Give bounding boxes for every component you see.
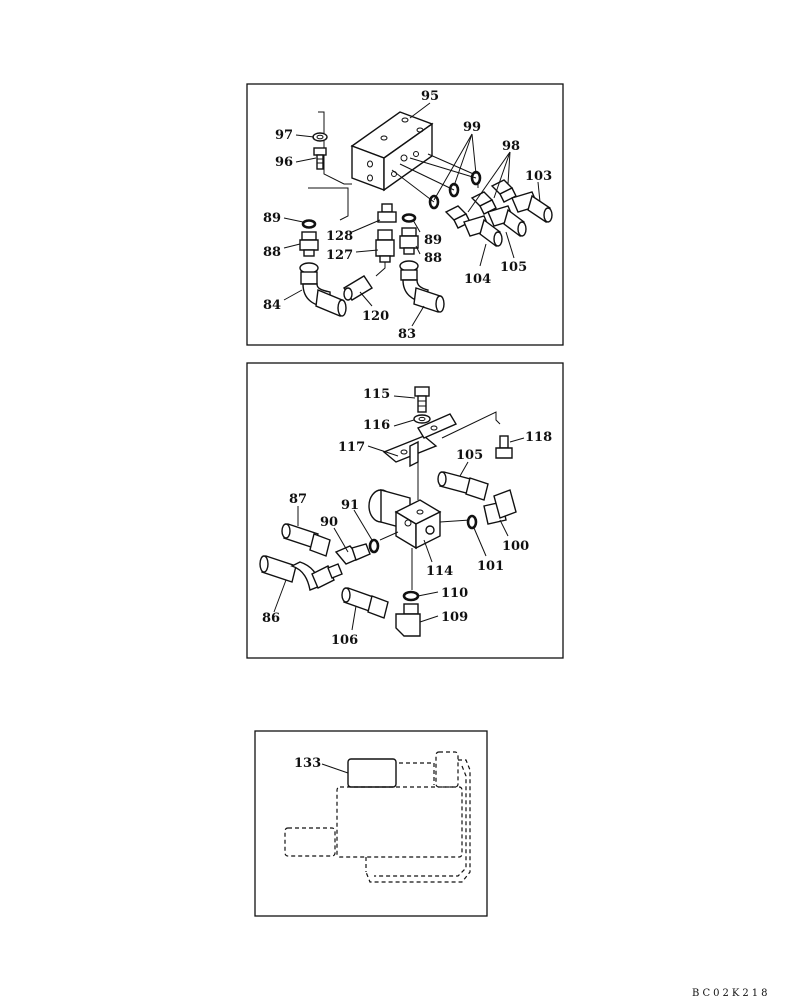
part-label: 89 xyxy=(263,211,281,226)
elbow-109 xyxy=(395,603,421,637)
part-label: 133 xyxy=(294,756,321,771)
upper-manifold-panel: 95 97 96 99 98 103 89 128 89 88 127 88 1… xyxy=(246,83,564,346)
sensor-127 xyxy=(375,229,395,277)
adapter-88-right xyxy=(399,227,419,255)
elbow-hose-83 xyxy=(399,260,445,313)
part-label: 105 xyxy=(500,260,527,275)
adapter-88-left xyxy=(299,231,319,257)
location-view-panel: 133 xyxy=(254,730,488,917)
middle-valve-panel: 115 116 118 117 105 87 91 90 100 114 101… xyxy=(246,362,564,659)
component-133 xyxy=(347,758,397,788)
hose-105 xyxy=(437,471,489,501)
part-label: 117 xyxy=(338,440,365,455)
part-label: 116 xyxy=(363,418,390,433)
part-label: 84 xyxy=(263,298,281,313)
part-label: 120 xyxy=(362,309,389,324)
o-ring-110 xyxy=(402,590,420,602)
hose-87 xyxy=(281,523,331,557)
part-label: 95 xyxy=(421,89,439,104)
washer-116 xyxy=(413,414,431,424)
adapter-90 xyxy=(334,543,371,565)
part-label: 127 xyxy=(326,248,353,263)
wire-120 xyxy=(343,275,373,301)
hose-103 xyxy=(511,191,553,224)
panel-frame xyxy=(246,362,564,659)
hose-106 xyxy=(341,587,389,619)
drawing-code: BC02K218 xyxy=(692,988,770,999)
part-label: 114 xyxy=(426,564,453,579)
valve-114 xyxy=(368,489,442,550)
bolt-118 xyxy=(495,435,513,459)
bracket-line xyxy=(441,411,501,439)
elbow-hose-86 xyxy=(259,555,343,591)
part-label: 98 xyxy=(502,139,520,154)
part-label: 97 xyxy=(275,128,293,143)
sensor-128 xyxy=(377,203,397,223)
part-label: 88 xyxy=(424,251,442,266)
part-label: 101 xyxy=(477,559,504,574)
part-label: 118 xyxy=(525,430,552,445)
part-label: 128 xyxy=(326,229,353,244)
part-label: 83 xyxy=(398,327,416,342)
part-label: 99 xyxy=(463,120,481,135)
o-ring xyxy=(301,219,317,229)
part-label: 105 xyxy=(456,448,483,463)
hidden-outline xyxy=(284,751,471,883)
part-label: 106 xyxy=(331,633,358,648)
part-label: 100 xyxy=(502,539,529,554)
hose-105 xyxy=(487,205,527,238)
part-label: 88 xyxy=(263,245,281,260)
o-ring-91 xyxy=(368,538,380,554)
part-label: 87 xyxy=(289,492,307,507)
elbow-100 xyxy=(483,489,517,525)
manifold-block xyxy=(350,111,434,192)
part-label: 86 xyxy=(262,611,280,626)
bolt-96 xyxy=(312,132,328,170)
elbow-hose-84 xyxy=(299,262,347,318)
part-label: 104 xyxy=(464,272,491,287)
adapter-fittings-98 xyxy=(444,179,517,229)
panel-frame xyxy=(254,730,488,917)
part-label: 89 xyxy=(424,233,442,248)
o-ring-101 xyxy=(466,514,478,530)
hose-104 xyxy=(463,215,503,248)
part-label: 90 xyxy=(320,515,338,530)
part-label: 110 xyxy=(441,586,468,601)
part-label: 109 xyxy=(441,610,468,625)
bracket-line xyxy=(308,187,349,221)
part-label: 115 xyxy=(363,387,390,402)
part-label: 103 xyxy=(525,169,552,184)
o-ring xyxy=(401,213,417,223)
bolt-115 xyxy=(414,386,430,413)
part-label: 91 xyxy=(341,498,359,513)
panel-frame xyxy=(246,83,564,346)
part-label: 96 xyxy=(275,155,293,170)
bracket-line xyxy=(318,111,352,185)
